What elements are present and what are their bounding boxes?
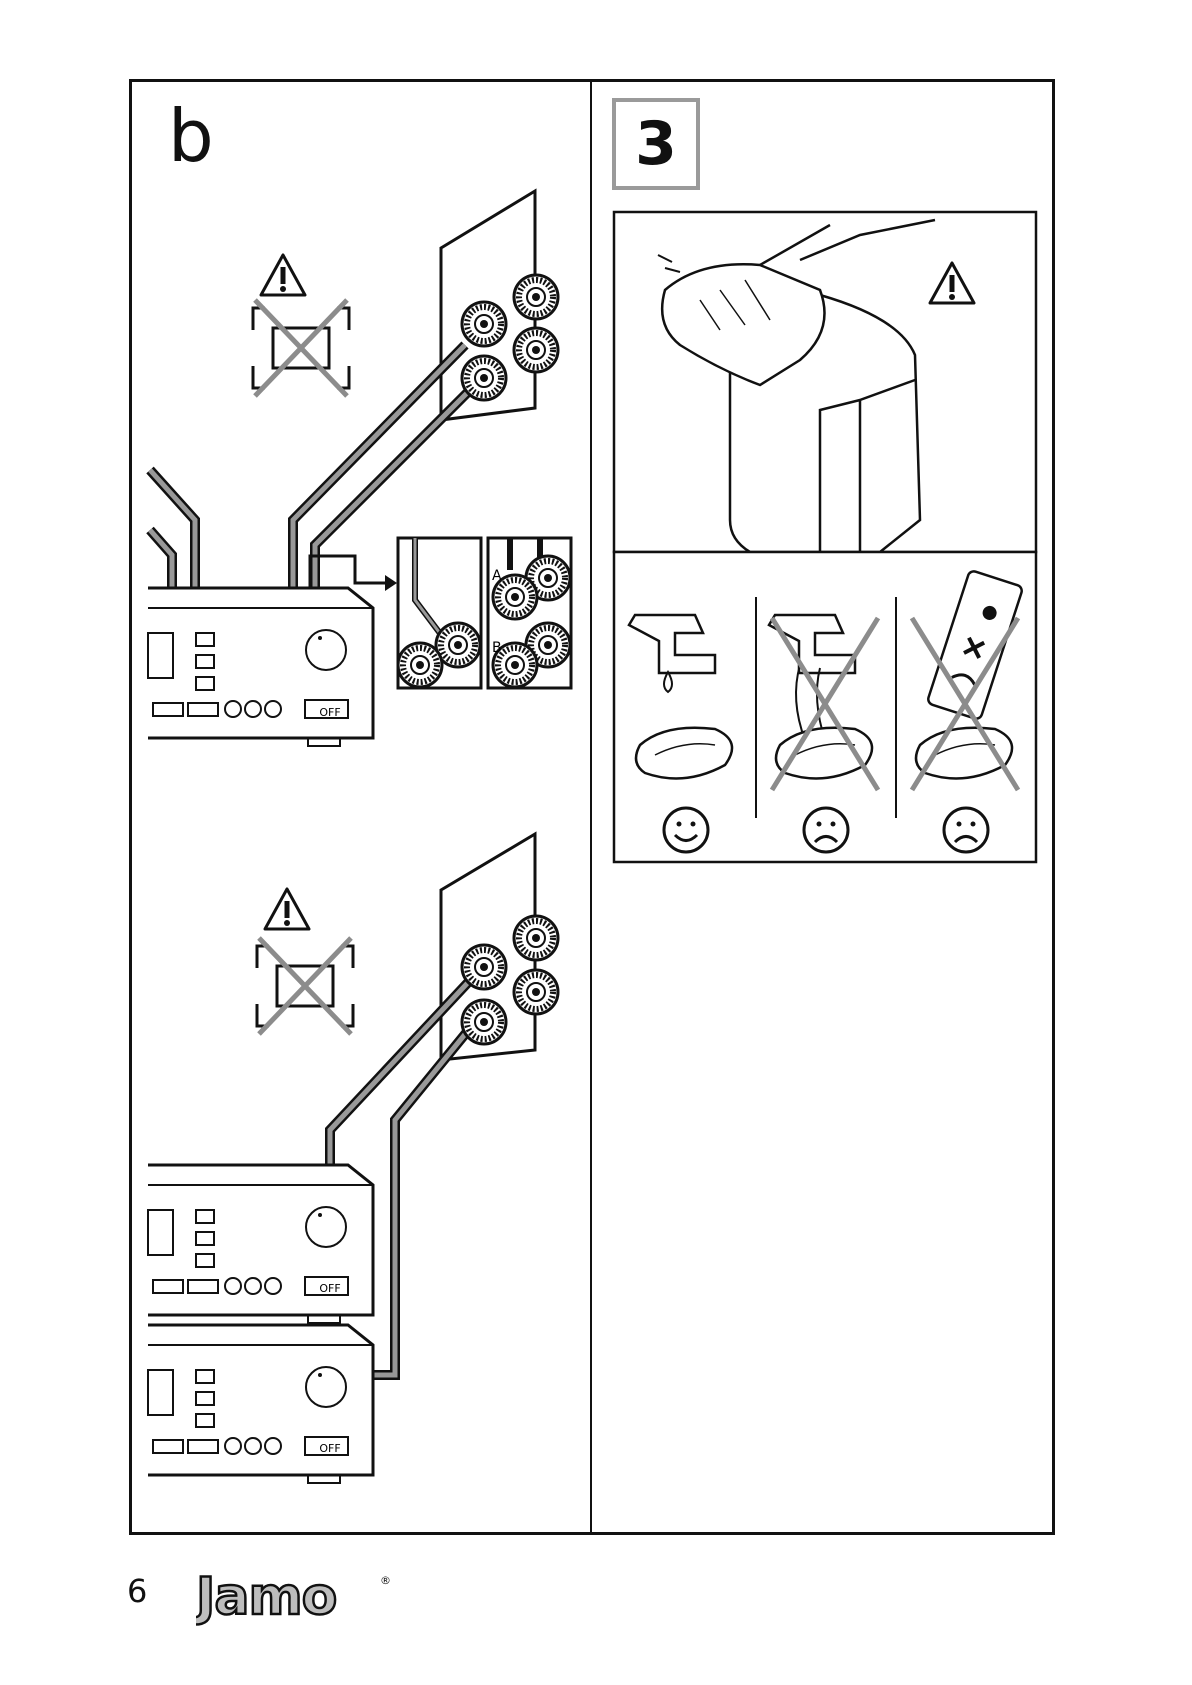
amplifier-lower	[148, 1325, 373, 1483]
biwire-diagram: A B OFF	[148, 191, 571, 746]
amp-off-label: OFF	[319, 1442, 340, 1455]
smiley-sad-icon	[804, 808, 848, 852]
amp-off-label: OFF	[319, 1282, 340, 1295]
amplifier-upper	[148, 1165, 373, 1323]
warning-icon	[261, 255, 305, 295]
bridge-clip-icon	[253, 300, 349, 396]
amp-off-label: OFF	[319, 706, 340, 719]
jamo-logo: Jamo ®	[196, 1566, 396, 1626]
page-number: 6	[127, 1572, 147, 1610]
warning-icon	[265, 889, 309, 929]
cleaning-diagram	[614, 212, 1036, 862]
inset-label-b: B	[492, 640, 502, 656]
amplifier	[148, 588, 373, 746]
smiley-sad-icon	[944, 808, 988, 852]
smiley-happy-icon	[664, 808, 708, 852]
inset-label-a: A	[492, 568, 502, 584]
svg-text:Jamo: Jamo	[196, 1567, 336, 1626]
biamp-diagram: OFF OFF	[148, 834, 558, 1483]
bridge-clip-icon	[257, 938, 353, 1034]
svg-text:®: ®	[380, 1574, 391, 1587]
